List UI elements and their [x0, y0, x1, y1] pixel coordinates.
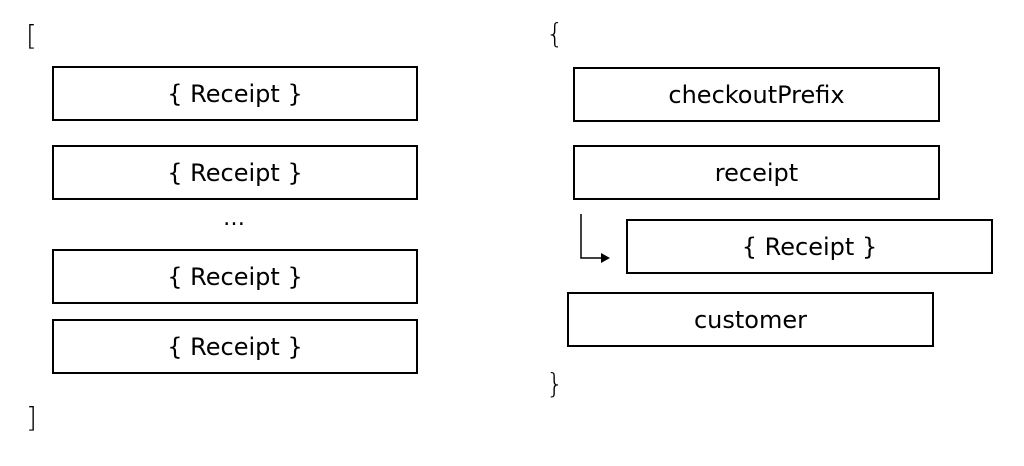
array-open-bracket: [: [26, 19, 37, 52]
field-receipt: receipt: [573, 145, 940, 200]
field-receipt-value: { Receipt }: [626, 219, 993, 274]
nested-arrow-icon: [580, 214, 610, 263]
array-item-receipt-2: { Receipt }: [52, 145, 418, 200]
array-ellipsis: …: [223, 206, 245, 231]
field-customer: customer: [567, 292, 934, 347]
array-item-receipt-4: { Receipt }: [52, 319, 418, 374]
object-close-brace: }: [546, 367, 564, 400]
object-open-brace: {: [546, 17, 564, 50]
field-checkout-prefix: checkoutPrefix: [573, 67, 940, 122]
array-item-receipt-3: { Receipt }: [52, 249, 418, 304]
array-close-bracket: ]: [26, 401, 37, 434]
array-item-receipt-1: { Receipt }: [52, 66, 418, 121]
